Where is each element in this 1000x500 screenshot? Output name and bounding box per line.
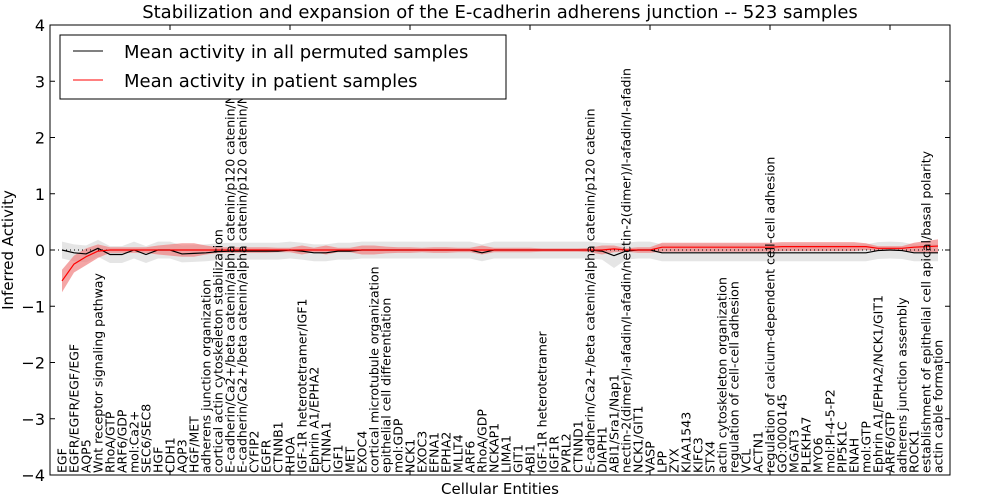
x-tick-label: Ephrin A1/EPHA2 [307, 367, 322, 473]
y-tick-label: −1 [21, 297, 45, 316]
x-tick-label: ARF6/GTP [883, 412, 898, 473]
x-tick-label: RhoA/GDP [475, 409, 490, 473]
x-tick-label: GIT1 [511, 444, 526, 473]
x-tick-label: nectin-2(dimer)/I-afadin/I-afadin/nectin… [619, 68, 634, 473]
x-tick-label: PLEKHA7 [799, 416, 814, 473]
y-tick-label: −3 [21, 410, 45, 429]
series-lines [61, 245, 939, 282]
x-tick-label: MET [343, 446, 358, 473]
x-tick-label: MGAT3 [787, 429, 802, 473]
y-tick-label: 1 [35, 185, 45, 204]
y-tick-label: 3 [35, 72, 45, 91]
y-tick-label: 0 [35, 241, 45, 260]
y-tick-label: 4 [35, 16, 45, 35]
x-tick-label: EPHA2 [439, 432, 454, 473]
confidence-bands [62, 239, 938, 293]
x-tick-label: DIAPH1 [595, 426, 610, 473]
x-tick-label: AQP3 [175, 439, 190, 473]
y-tick-labels: −4 −3 −2 −1 0 1 2 3 4 [21, 16, 950, 485]
patient-mean-line [61, 245, 939, 282]
x-tick-label: KIAA1543 [679, 412, 694, 473]
y-tick-label: −2 [21, 354, 45, 373]
x-tick-label: HGF [151, 447, 166, 473]
x-tick-label: ABI1 [523, 444, 538, 473]
x-tick-label: Ephrin A1/EPHA2/NCK1/GIT1 [871, 295, 886, 473]
x-tick-label: RhoA/GTP [103, 411, 118, 473]
legend-box [59, 34, 507, 100]
x-tick-label: PIP5K1C [835, 421, 850, 473]
y-tick-label: 2 [35, 129, 45, 148]
x-tick-label: CYFIP2 [247, 430, 262, 473]
legend-label-permuted: Mean activity in all permuted samples [124, 42, 468, 63]
x-tick-label: IGF1R [547, 435, 562, 473]
x-tick-label: CTNNA1 [319, 421, 334, 473]
x-tick-label: STX4 [703, 441, 718, 473]
x-tick-label: adherens junction assembly [895, 297, 910, 473]
x-tick-label: NCK1/GIT1 [631, 406, 646, 473]
x-tick-label: EGFR [259, 439, 274, 473]
x-tick-label: KIFC3 [691, 437, 706, 473]
y-tick-label: −4 [21, 466, 45, 485]
x-tick-label: cortical microtubule organization [367, 266, 382, 473]
x-tick-label: VCL [739, 449, 754, 473]
x-tick-label: RHOA [283, 436, 298, 473]
y-axis-label: Inferred Activity [0, 190, 17, 310]
x-tick-label: CDH1 [163, 437, 178, 473]
x-tick-label: PVRL2 [559, 433, 574, 473]
x-tick-label: Wnt receptor signaling pathway [91, 273, 106, 473]
x-tick-label: LPP [655, 450, 670, 473]
x-tick-label: NCK1 [403, 439, 418, 473]
x-tick-label: mol:PI-4-5-P2 [823, 389, 838, 473]
x-tick-label: regulation of calcium-dependent cell-cel… [763, 157, 778, 473]
x-tick-label: adherens junction organization [199, 279, 214, 473]
x-tick-label: actin cable formation [931, 340, 946, 473]
legend-label-patient: Mean activity in patient samples [124, 71, 418, 92]
x-tick-label: LIMA1 [499, 435, 514, 473]
x-tick-label: VASP [643, 441, 658, 473]
chart-title: Stabilization and expansion of the E-cad… [142, 2, 858, 23]
x-tick-label: EFNA1 [427, 432, 442, 473]
x-tick-label: CTNNB1 [271, 421, 286, 473]
x-tick-label: ACTN1 [751, 431, 766, 473]
x-tick-label: EGFR/EGFR/EGF/EGF [67, 344, 82, 473]
x-tick-label: CTNND1 [571, 420, 586, 473]
x-tick-label: IGF-1R heterotetramer [535, 330, 550, 473]
x-tick-label: SEC6/SEC8 [139, 404, 154, 473]
legend: Mean activity in all permuted samples Me… [59, 34, 507, 100]
x-tick-label: cortical actin cytoskeleton stabilizatio… [211, 229, 226, 473]
x-tick-label: NCKAP1 [487, 423, 502, 473]
x-tick-label: establishment of epithelial cell apical/… [919, 150, 934, 473]
x-tick-label: regulation of cell-cell adhesion [727, 281, 742, 473]
x-tick-label: IGF-1R heterotetramer/IGF1 [295, 299, 310, 473]
x-tick-label: IGF1 [331, 444, 346, 473]
x-tick-label: E-cadherin/Ca2+/beta catenin/alpha caten… [235, 64, 250, 473]
x-tick-label: ABI1/Sra1/Nap1 [607, 374, 622, 473]
x-tick-label: EXOC4 [355, 431, 370, 473]
x-tick-label: ARF6 [463, 441, 478, 473]
x-tick-label: actin cytoskeleton organization [715, 277, 730, 473]
x-tick-label: ROCK1 [907, 430, 922, 473]
x-tick-label: ENAH [847, 438, 862, 473]
x-tick-label: EXOC3 [415, 431, 430, 473]
x-tick-label: mol:Ca2+ [127, 411, 142, 473]
x-tick-label: mol:GTP [859, 421, 874, 473]
x-axis-label: Cellular Entities [441, 480, 559, 498]
x-tick-label: mol:GDP [391, 418, 406, 473]
x-tick-label: epithelial cell differentiation [379, 298, 394, 473]
x-tick-label: EGF [55, 448, 70, 473]
plot-frame [49, 24, 951, 476]
x-tick-label: MYO6 [811, 437, 826, 473]
x-tick-label: HGF/MET [187, 416, 202, 473]
x-tick-label: E-cadherin/Ca2+/beta catenin/alpha caten… [583, 108, 598, 473]
x-tick-label: E-cadherin/Ca2+/beta catenin/alpha caten… [223, 64, 238, 473]
x-tick-label: ARF6/GDP [115, 409, 130, 473]
x-tick-label: GO:0000145 [775, 394, 790, 473]
x-tick-label: AQP5 [79, 439, 94, 473]
x-tick-label: ZYX [667, 448, 682, 473]
x-tick-label: MLLT4 [451, 434, 466, 473]
